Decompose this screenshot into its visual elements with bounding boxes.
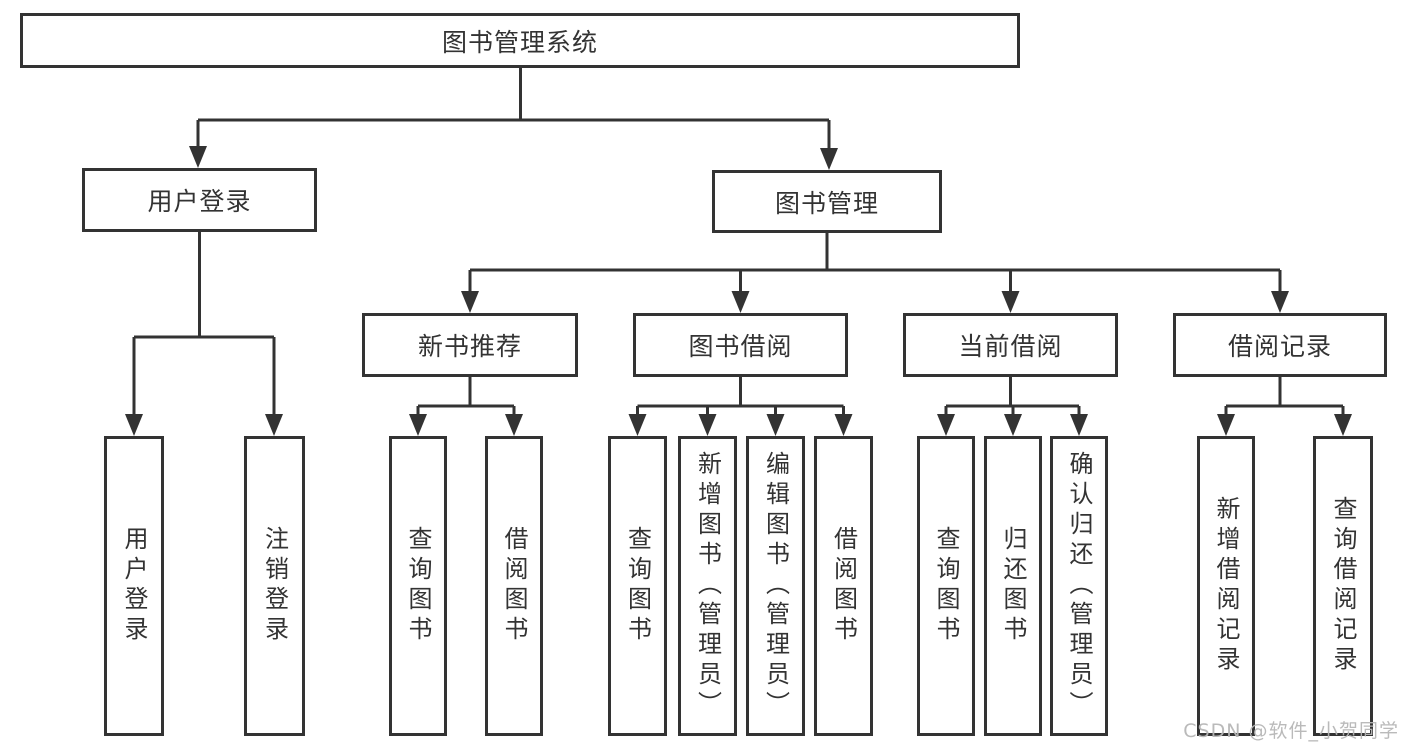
node-library-management-system: 图书管理系统 bbox=[20, 13, 1020, 68]
leaf-return-books: 归还图书 bbox=[984, 436, 1042, 736]
leaf-borrow-books-recommend: 借阅图书 bbox=[485, 436, 543, 736]
leaf-add-book-admin: 新增图书（管理员） bbox=[678, 436, 737, 736]
leaf-query-books-recommend: 查询图书 bbox=[389, 436, 447, 736]
csdn-watermark: CSDN @软件_小贺同学 bbox=[1183, 720, 1399, 742]
leaf-borrow-books: 借阅图书 bbox=[814, 436, 873, 736]
leaf-user-login: 用户登录 bbox=[104, 436, 164, 736]
leaf-logout-login: 注销登录 bbox=[244, 436, 305, 736]
leaf-add-borrow-record: 新增借阅记录 bbox=[1197, 436, 1255, 736]
leaf-query-borrow-record: 查询借阅记录 bbox=[1313, 436, 1373, 736]
leaf-query-books-borrow: 查询图书 bbox=[608, 436, 667, 736]
node-new-book-recommend: 新书推荐 bbox=[362, 313, 578, 377]
leaf-query-books-current: 查询图书 bbox=[917, 436, 975, 736]
node-book-management: 图书管理 bbox=[712, 170, 942, 233]
node-current-borrow: 当前借阅 bbox=[903, 313, 1118, 377]
node-borrow-records: 借阅记录 bbox=[1173, 313, 1387, 377]
node-user-login: 用户登录 bbox=[82, 168, 317, 232]
leaf-edit-book-admin: 编辑图书（管理员） bbox=[746, 436, 805, 736]
arrowheads bbox=[125, 146, 1352, 436]
node-book-borrow: 图书借阅 bbox=[633, 313, 848, 377]
leaf-confirm-return-admin: 确认归还（管理员） bbox=[1050, 436, 1108, 736]
